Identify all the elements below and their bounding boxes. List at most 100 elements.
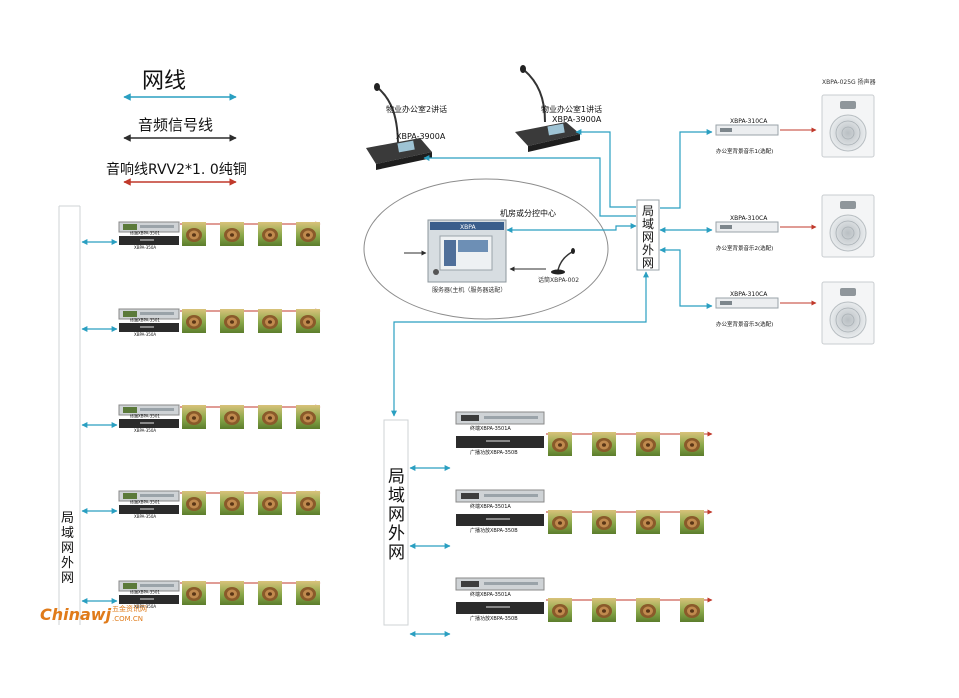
office-speaker-caption: XBPA-025G 扬声器 — [822, 78, 876, 86]
amplifier-model: XBPA-350A — [134, 514, 156, 519]
power-amplifier[interactable] — [456, 602, 544, 614]
network-terminal[interactable] — [455, 411, 545, 425]
power-amplifier[interactable] — [119, 505, 179, 514]
horn-speaker-icon — [680, 432, 704, 456]
power-amplifier[interactable] — [119, 419, 179, 428]
network-terminal[interactable] — [118, 404, 180, 416]
power-amplifier[interactable] — [119, 595, 179, 604]
network-terminal[interactable] — [118, 221, 180, 233]
ceiling-speaker-icon — [821, 94, 875, 158]
center-switch-label: 局 域 网 外 网 — [388, 467, 410, 563]
paging-station-2[interactable]: 物业办公室2讲话 XBPA-3900A — [366, 83, 447, 170]
office-amp-caption: 办公室背景音乐2(选配) — [716, 244, 773, 252]
server-cabinet[interactable]: XBPA — [427, 219, 507, 283]
left-switch-label: 局 域 网 外 网 — [61, 511, 78, 586]
horn-speaker-icon — [220, 491, 244, 515]
horn-speaker-icon — [182, 309, 206, 333]
amplifier-model: 广播功放XBPA-350B — [470, 615, 518, 622]
horn-speaker-icon — [258, 309, 282, 333]
paging-station-1[interactable]: 物业办公室1讲话 XBPA-3900A — [515, 65, 602, 152]
horn-speaker-icon — [258, 581, 282, 605]
paging-station-1-caption: 物业办公室1讲话 — [541, 104, 602, 114]
power-amplifier[interactable] — [119, 236, 179, 245]
top-switch[interactable]: 局 域 网 外 网 — [636, 199, 660, 271]
watermark-logo-text: Chinawj — [40, 605, 112, 624]
network-links-top — [391, 129, 713, 417]
horn-speaker-icon — [636, 598, 660, 622]
ceiling-speaker-icon — [821, 194, 875, 258]
horn-speaker-icon — [220, 581, 244, 605]
power-amplifier[interactable] — [456, 436, 544, 448]
center-switch-char-4: 外 — [388, 524, 405, 544]
office-amplifier[interactable] — [715, 221, 779, 233]
right-zone-groups: 终端XBPA-3501A 广播功放XBPA-350B 终端XBPA-3501A 广播功… — [409, 411, 713, 637]
horn-speaker-icon — [548, 510, 572, 534]
office-amp-model: XBPA-310CA — [730, 291, 768, 298]
office-amplifier[interactable] — [715, 124, 779, 136]
horn-speaker-icon — [592, 598, 616, 622]
microphone-icon — [557, 251, 573, 271]
horn-speaker-icon — [548, 598, 572, 622]
right-zone-group: 终端XBPA-3501A 广播功放XBPA-350B — [409, 489, 713, 549]
terminal-model: 终端XBPA-3501A — [470, 591, 511, 598]
horn-speaker-icon — [548, 432, 572, 456]
horn-speaker-icon — [258, 491, 282, 515]
terminal-model: 终端XBPA-3501 — [130, 499, 160, 505]
power-amplifier[interactable] — [119, 323, 179, 332]
left-zone-groups: 终端XBPA-3501XBPA-350A终端XBPA-3501XBPA-350A… — [81, 221, 321, 609]
horn-speaker-icon — [296, 491, 320, 515]
amplifier-model: 广播功放XBPA-350B — [470, 527, 518, 534]
right-zone-group: 终端XBPA-3501A 广播功放XBPA-350B — [409, 577, 713, 637]
horn-speaker-icon — [296, 581, 320, 605]
amplifier-model: 广播功放XBPA-350B — [470, 449, 518, 456]
left-switch-char-1: 局 — [61, 511, 74, 526]
horn-speaker-icon — [636, 510, 660, 534]
terminal-model: 终端XBPA-3501A — [470, 503, 511, 510]
office-zone: XBPA-310CA办公室背景音乐1(选配)XBPA-310CA办公室背景音乐2… — [715, 94, 875, 345]
amplifier-model: XBPA-350A — [134, 428, 156, 433]
horn-speaker-icon — [592, 510, 616, 534]
horn-speaker-icon — [680, 510, 704, 534]
office-amp-model: XBPA-310CA — [730, 118, 768, 125]
power-amplifier[interactable] — [456, 514, 544, 526]
server-brand: XBPA — [460, 224, 476, 231]
control-center-title: 机房或分控中心 — [500, 208, 556, 218]
top-switch-char-4: 外 — [642, 243, 654, 257]
network-terminal[interactable] — [118, 580, 180, 592]
left-switch-char-2: 域 — [61, 526, 74, 541]
top-switch-char-3: 网 — [642, 230, 654, 244]
network-terminal[interactable] — [455, 489, 545, 503]
office-amplifier[interactable] — [715, 297, 779, 309]
watermark-sub-url: .COM.CN — [112, 615, 143, 623]
left-switch-char-5: 网 — [61, 571, 74, 586]
center-switch-char-1: 局 — [388, 467, 405, 487]
server-caption: 服务器(主机（服务器选配） — [432, 286, 506, 294]
network-terminal[interactable] — [118, 490, 180, 502]
office-amp-caption: 办公室背景音乐1(选配) — [716, 147, 773, 155]
center-switch[interactable]: 局 域 网 外 网 — [383, 419, 410, 626]
horn-speaker-icon — [220, 222, 244, 246]
paging-station-1-model: XBPA-3900A — [552, 115, 602, 124]
terminal-model: 终端XBPA-3501 — [130, 413, 160, 419]
top-switch-char-1: 局 — [642, 204, 654, 218]
horn-speaker-icon — [220, 405, 244, 429]
top-switch-label: 局 域 网 外 网 — [642, 204, 658, 270]
horn-speaker-icon — [258, 222, 282, 246]
network-terminal[interactable] — [118, 308, 180, 320]
left-backbone: 局 域 网 外 网 — [58, 205, 81, 625]
network-terminal[interactable] — [455, 577, 545, 591]
desk-mic[interactable] — [551, 248, 575, 275]
office-amp-caption: 办公室背景音乐3(选配) — [716, 320, 773, 328]
top-switch-char-5: 网 — [642, 256, 654, 270]
amplifier-model: XBPA-350A — [134, 245, 156, 250]
horn-speaker-icon — [182, 491, 206, 515]
gooseneck-mic-icon — [377, 87, 399, 147]
desk-mic-caption: 话筒XBPA-002 — [538, 276, 579, 284]
